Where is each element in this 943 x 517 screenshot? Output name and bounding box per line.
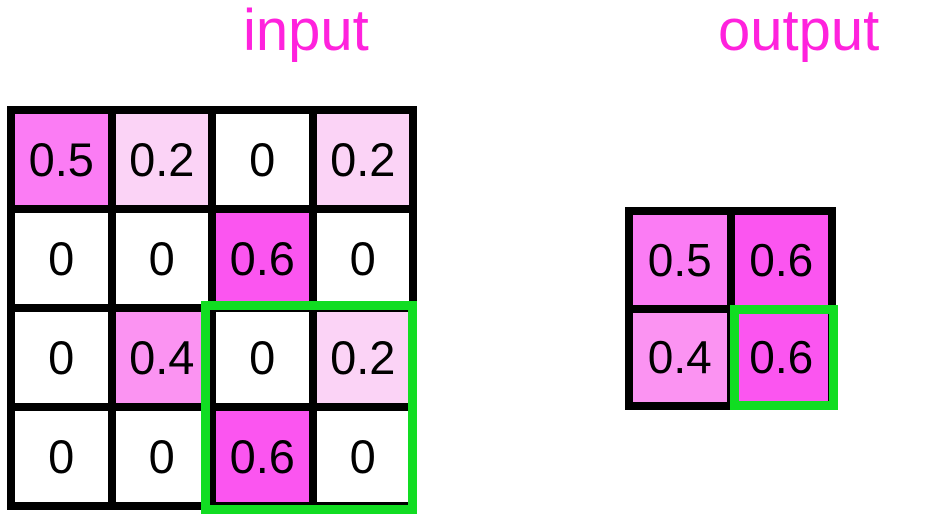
- input-grid: 0.5 0.2 0 0.2 0 0 0.6 0 0 0.4 0 0.2 0 0 …: [7, 106, 417, 510]
- input-cell-r1c0[interactable]: 0: [15, 213, 108, 304]
- input-cell-r3c1[interactable]: 0: [115, 411, 208, 502]
- output-cell-r1c0[interactable]: 0.4: [633, 312, 727, 402]
- input-cell-r3c3[interactable]: 0: [316, 411, 409, 502]
- output-cell-r0c0[interactable]: 0.5: [633, 215, 727, 305]
- input-cell-r3c0[interactable]: 0: [15, 411, 108, 502]
- input-cell-r2c2[interactable]: 0: [216, 312, 309, 403]
- input-label: input: [243, 0, 369, 63]
- input-cell-r0c1[interactable]: 0.2: [115, 114, 208, 205]
- input-cell-r2c0[interactable]: 0: [15, 312, 108, 403]
- input-cell-r1c2[interactable]: 0.6: [216, 213, 309, 304]
- output-cell-r1c1[interactable]: 0.6: [734, 312, 828, 402]
- output-grid: 0.5 0.6 0.4 0.6: [625, 207, 836, 410]
- input-cell-r0c2[interactable]: 0: [216, 114, 309, 205]
- input-cell-r0c0[interactable]: 0.5: [15, 114, 108, 205]
- input-cell-r2c1[interactable]: 0.4: [115, 312, 208, 403]
- input-cell-r0c3[interactable]: 0.2: [316, 114, 409, 205]
- output-label: output: [718, 0, 880, 63]
- input-cell-r2c3[interactable]: 0.2: [316, 312, 409, 403]
- output-cell-r0c1[interactable]: 0.6: [734, 215, 828, 305]
- input-cell-r1c1[interactable]: 0: [115, 213, 208, 304]
- input-cell-r3c2[interactable]: 0.6: [216, 411, 309, 502]
- input-cell-r1c3[interactable]: 0: [316, 213, 409, 304]
